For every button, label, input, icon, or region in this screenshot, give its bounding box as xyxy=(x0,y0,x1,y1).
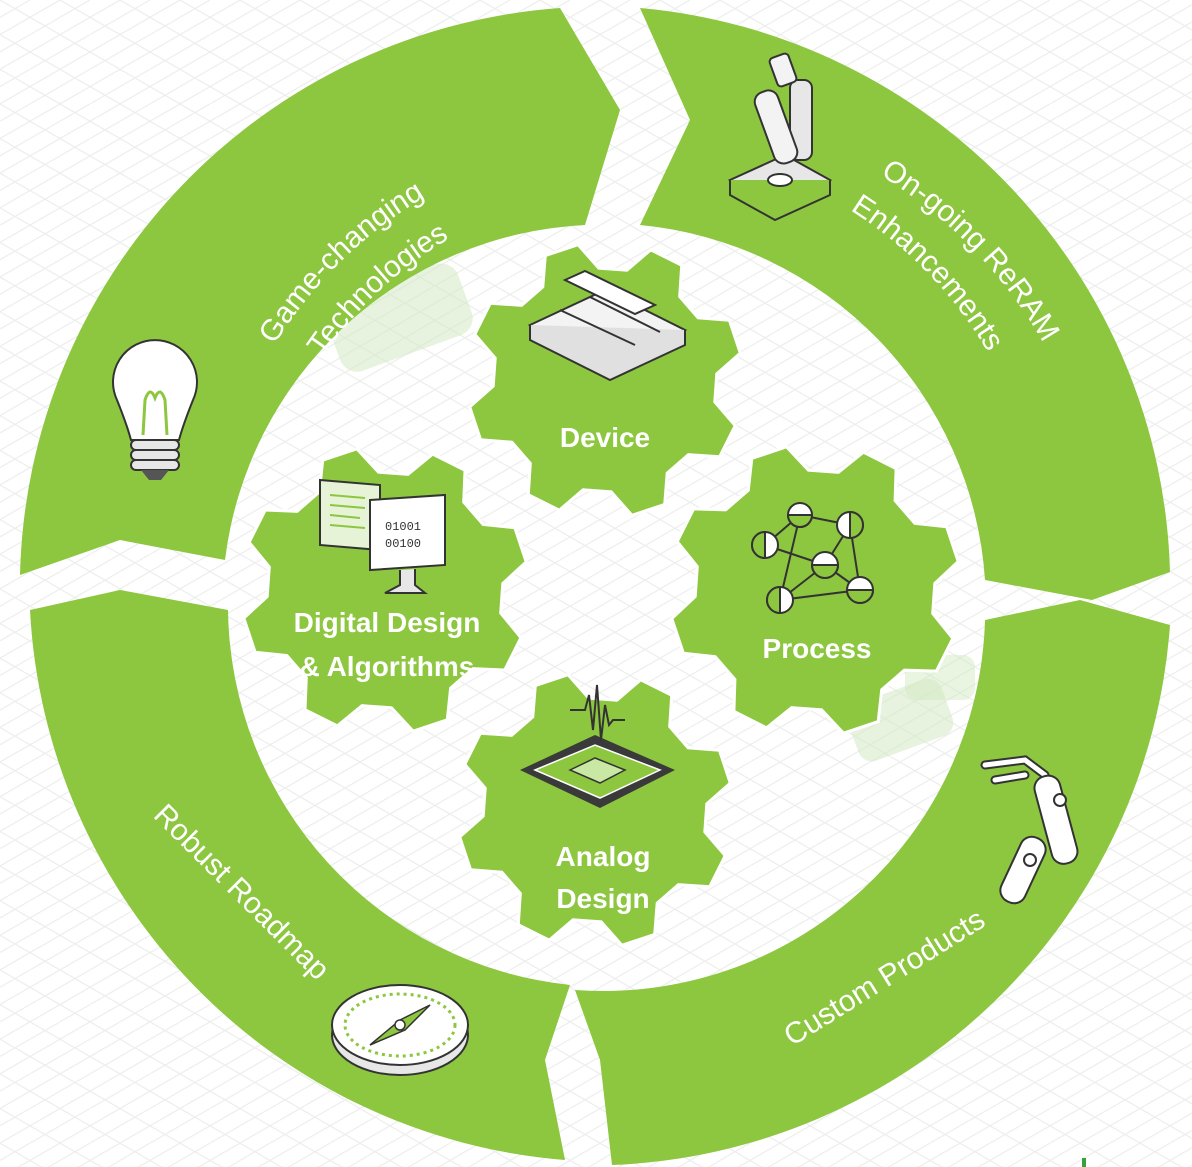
gear-body xyxy=(457,672,733,948)
binary-text-line2: 00100 xyxy=(385,537,421,551)
background-tile xyxy=(325,263,473,372)
ring-segment-custom-products xyxy=(575,600,1170,1165)
gear-process xyxy=(670,445,960,735)
memory-cell-icon xyxy=(527,269,688,382)
gear-device xyxy=(467,242,743,518)
gear-body xyxy=(670,445,960,735)
lightbulb-icon xyxy=(112,339,198,480)
microscope-icon xyxy=(727,52,833,222)
robotic-arm-icon xyxy=(980,755,1079,905)
gear-label-process: Process xyxy=(763,633,872,664)
chip-waveform-icon xyxy=(520,684,675,808)
gear-body xyxy=(242,447,528,733)
gear-label-device: Device xyxy=(560,422,650,453)
corner-mark xyxy=(1082,1158,1086,1167)
gear-body xyxy=(467,242,743,518)
gear-label-digital-line1: Digital Design xyxy=(294,607,481,638)
gear-label-analog-line1: Analog xyxy=(556,841,651,872)
gear-digital xyxy=(242,447,528,733)
gear-label-analog-line2: Design xyxy=(556,883,649,914)
ring-segment-ongoing-reram xyxy=(640,8,1170,600)
compass-icon xyxy=(331,984,469,1076)
monitor-code-icon: 01001 00100 xyxy=(319,478,446,594)
gear-label-digital-line2: & Algorithms xyxy=(300,651,475,682)
molecule-icon xyxy=(751,502,875,615)
binary-text-line1: 01001 xyxy=(385,520,421,534)
gear-analog xyxy=(457,672,733,948)
